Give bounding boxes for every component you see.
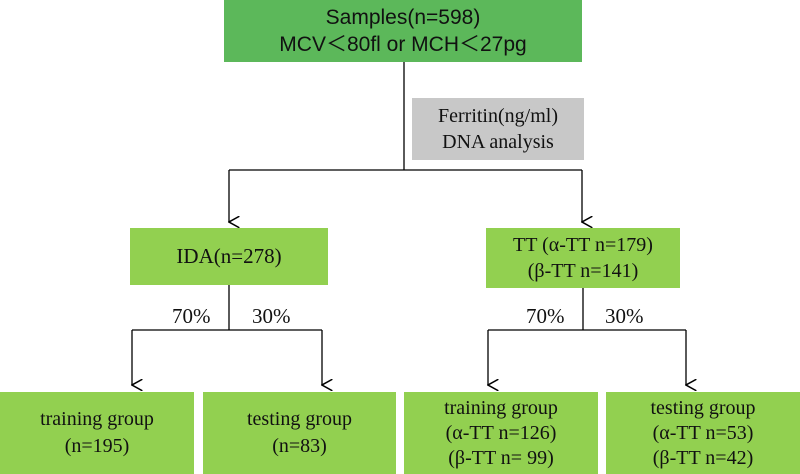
inclusion-criteria-text: MCV＜80fl or MCH＜27pg [279,33,527,56]
samples-root-box: Samples(n=598) MCV＜80fl or MCH＜27pg [224,0,582,62]
ida-testing-label: testing group [247,408,352,430]
tt-testing-alpha-count: (α-TT n=53) [652,421,754,444]
tt-testing-label: testing group [650,396,756,419]
tt-testing-group-box: testing group (α-TT n=53) (β-TT n=42) [606,392,800,474]
tt-training-percent: 70% [526,304,565,328]
samples-count-text: Samples(n=598) [325,6,481,29]
ida-training-group-box: training group (n=195) [0,392,194,474]
tt-group-box: TT (α-TT n=179) (β-TT n=141) [486,228,680,288]
ida-testing-group-box: testing group (n=83) [203,392,396,474]
ida-training-count: (n=195) [64,435,130,457]
dna-analysis-text: DNA analysis [442,131,554,153]
ida-group-box: IDA(n=278) [130,228,328,285]
classification-criteria-box: Ferritin(ng/ml) DNA analysis [412,98,584,160]
ida-testing-percent: 30% [252,304,291,328]
tt-alpha-label: TT (α-TT n=179) [513,234,653,256]
tt-training-beta-count: (β-TT n= 99) [448,446,554,469]
ferritin-text: Ferritin(ng/ml) [438,105,558,127]
tt-training-label: training group [444,396,558,419]
tt-training-group-box: training group (α-TT n=126) (β-TT n= 99) [404,392,598,474]
ida-training-percent: 70% [172,304,211,328]
tt-testing-beta-count: (β-TT n=42) [652,446,754,469]
tt-training-alpha-count: (α-TT n=126) [445,421,557,444]
ida-training-label: training group [40,408,154,430]
tt-testing-percent: 30% [605,304,644,328]
ida-label: IDA(n=278) [176,244,282,268]
ida-testing-count: (n=83) [272,435,327,457]
tt-beta-label: (β-TT n=141) [527,260,639,282]
